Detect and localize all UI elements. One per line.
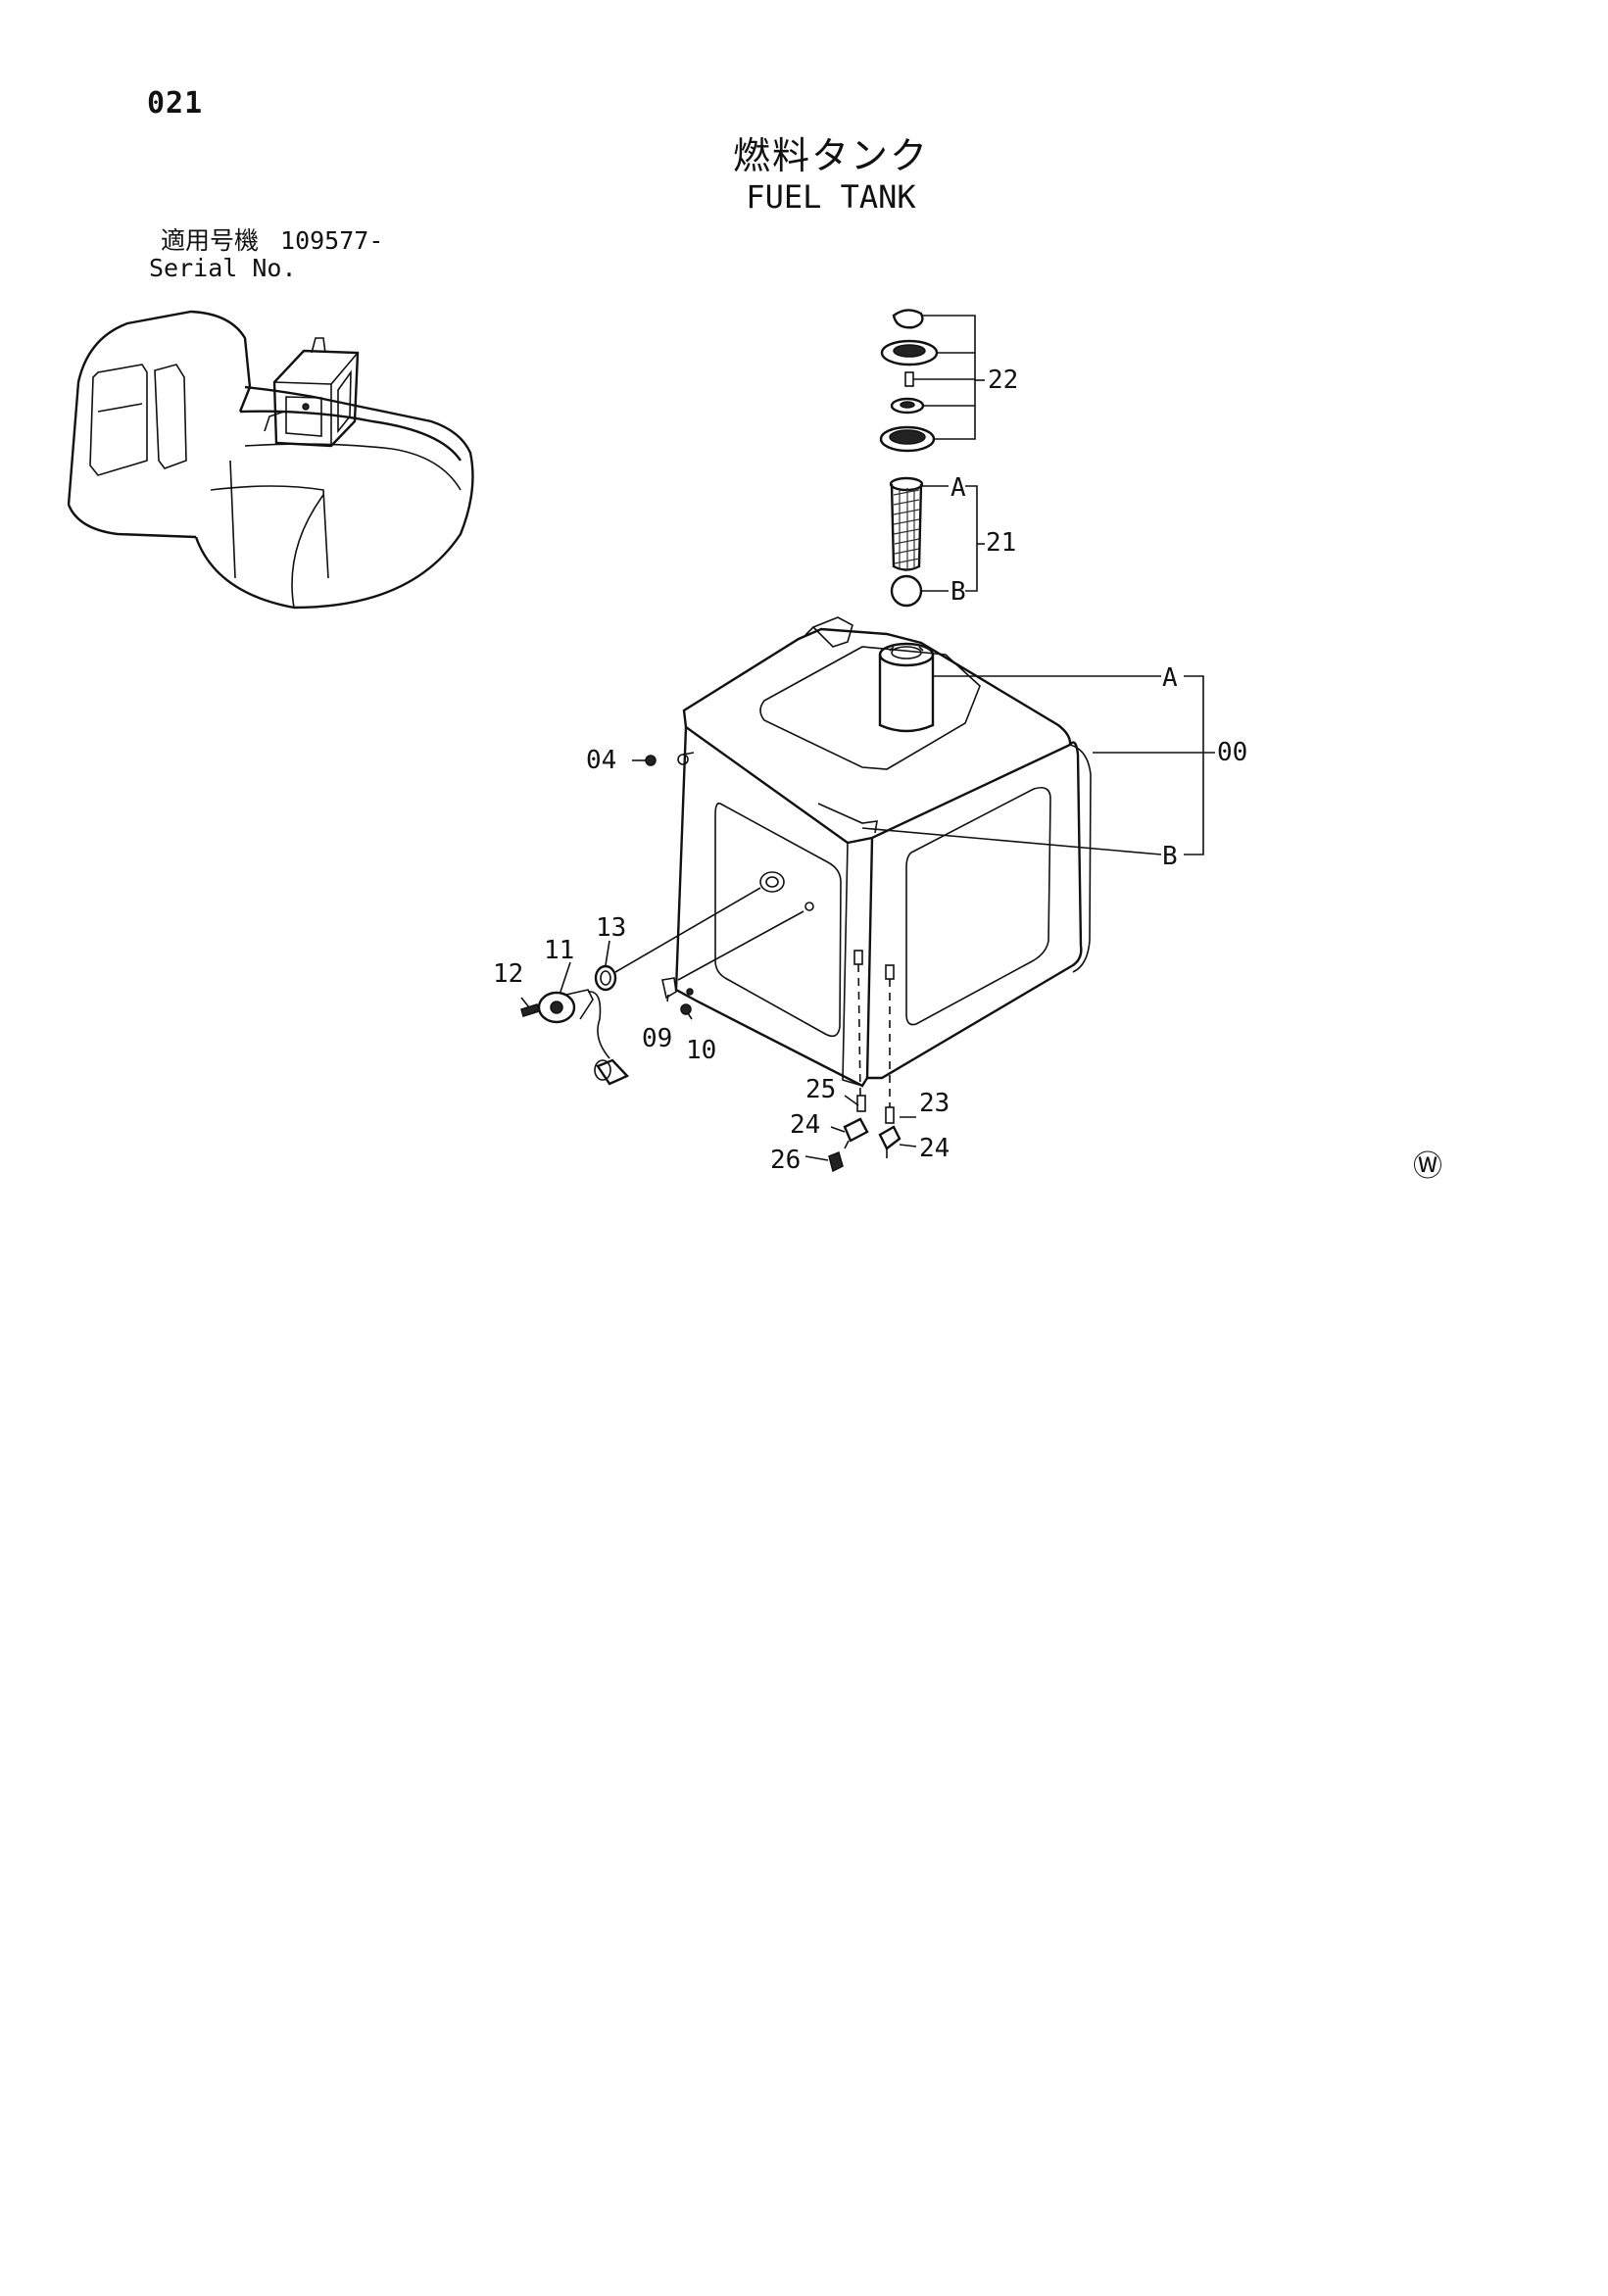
page-number: 021: [147, 86, 204, 121]
callout-11: 11: [544, 936, 574, 965]
callout-b-strainer: B: [950, 577, 966, 607]
leader-lines: [520, 315, 1215, 1161]
fuel-cap-part-22: [879, 309, 939, 453]
serial-label-english: Serial No.: [149, 254, 297, 282]
page-title-japanese: 燃料タンク: [732, 134, 929, 177]
callout-a-tank: A: [1162, 663, 1178, 693]
serial-number-block: 適用号機 109577- Serial No.: [149, 227, 383, 282]
callout-00: 00: [1217, 738, 1247, 767]
callout-26: 26: [770, 1146, 801, 1175]
fuel-gauge-sensor-group: [520, 755, 804, 1086]
callout-labels: 22 A 21 B A 00 B 04 13 11 12 09 10 25 23…: [493, 366, 1247, 1175]
callout-23: 23: [919, 1089, 950, 1118]
callout-24-right: 24: [919, 1134, 950, 1163]
callout-22: 22: [988, 366, 1018, 395]
callout-13: 13: [596, 913, 626, 943]
callout-12: 12: [493, 959, 523, 989]
callout-24-left: 24: [790, 1110, 820, 1140]
callout-04: 04: [586, 746, 616, 775]
page-title-english: FUEL TANK: [746, 178, 916, 216]
drain-cock-group: [828, 963, 901, 1173]
watermark-w-symbol: Ⓦ: [1413, 1149, 1442, 1184]
serial-label-japanese: 適用号機: [161, 226, 260, 255]
callout-09: 09: [642, 1024, 672, 1053]
strainer-part-21: [889, 476, 924, 608]
filler-neck: [878, 642, 935, 733]
callout-25: 25: [805, 1075, 836, 1104]
serial-value: 109577-: [280, 226, 384, 255]
fuel-tank-assembly: [674, 616, 1092, 1088]
excavator-locator-illustration: [67, 310, 474, 610]
callout-b-tank: B: [1162, 842, 1178, 871]
callout-10: 10: [686, 1036, 716, 1065]
callout-21: 21: [986, 528, 1016, 558]
callout-a-strainer: A: [950, 473, 966, 503]
